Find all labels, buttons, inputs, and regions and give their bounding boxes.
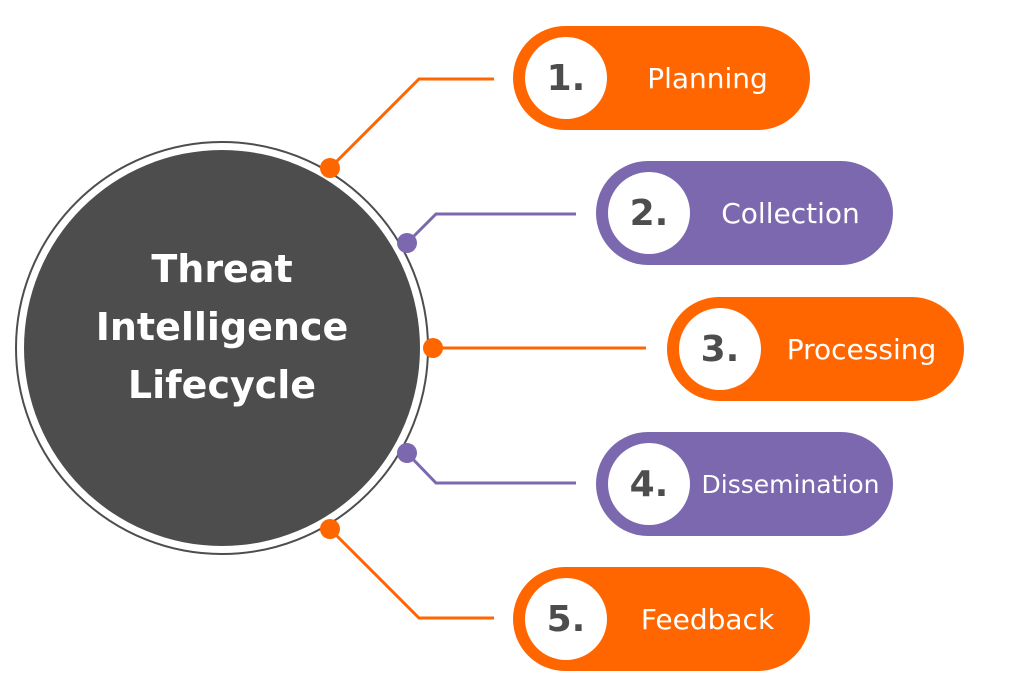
step-planning: 1. Planning (513, 26, 810, 130)
connector-4 (405, 451, 576, 485)
connector-5 (328, 527, 494, 620)
step-label: Dissemination (701, 469, 880, 499)
step-number: 4. (608, 443, 690, 525)
step-label: Collection (721, 196, 860, 230)
step-label: Feedback (640, 602, 775, 636)
connector-2 (405, 212, 576, 245)
connector-dot-3 (423, 338, 443, 358)
title-line-1: Threat (151, 247, 293, 291)
step-feedback: 5. Feedback (513, 567, 810, 671)
central-circle (24, 150, 420, 546)
step-processing: 3. Processing (667, 297, 964, 401)
step-number: 5. (525, 578, 607, 660)
title-line-2: Intelligence (95, 305, 349, 349)
step-number: 2. (608, 172, 690, 254)
central-title: Threat Intelligence Lifecycle (62, 240, 382, 414)
step-number: 3. (679, 308, 761, 390)
connector-1 (328, 77, 494, 170)
connector-dot-4 (397, 443, 417, 463)
step-collection: 2. Collection (596, 161, 893, 265)
step-number: 1. (525, 37, 607, 119)
title-line-3: Lifecycle (127, 363, 317, 407)
connector-dot-2 (397, 233, 417, 253)
connector-dot-5 (320, 519, 340, 539)
step-label: Processing (786, 332, 937, 366)
step-dissemination: 4. Dissemination (596, 432, 893, 536)
step-label: Planning (647, 61, 768, 95)
connector-dot-1 (320, 158, 340, 178)
